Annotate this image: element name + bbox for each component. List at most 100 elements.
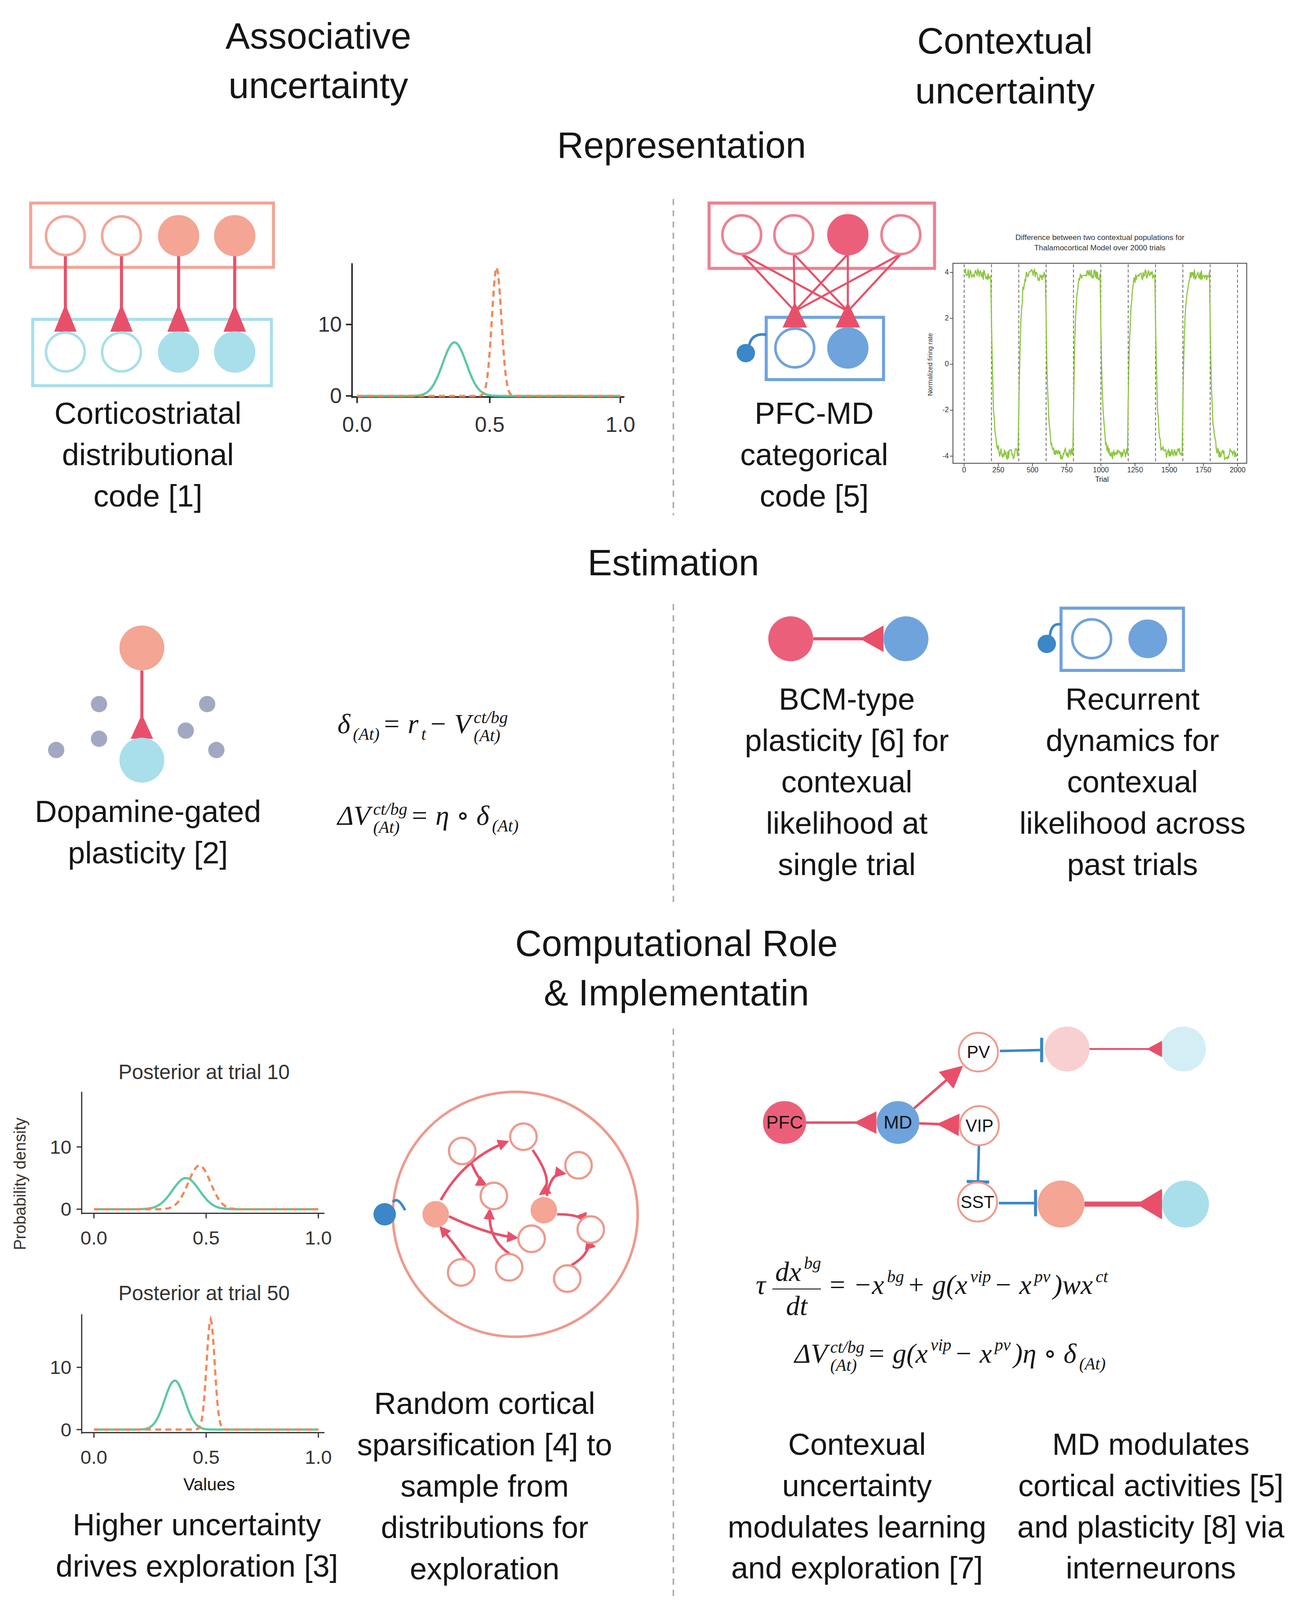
plot-title: Posterior at trial 50	[71, 1279, 337, 1307]
illustration-part	[1032, 463, 1034, 467]
caption-text: MD modulates cortical activities [5] and…	[1002, 1423, 1299, 1589]
illustration-part	[93, 267, 1238, 1430]
equation-term: dt	[785, 1290, 808, 1321]
illustration-part	[93, 1380, 319, 1430]
illustration-part	[883, 616, 929, 661]
illustration-part	[964, 268, 1238, 460]
illustration-part	[130, 713, 154, 739]
illustration-part	[1037, 634, 1056, 653]
plot-title: Posterior at trial 10	[71, 1058, 337, 1086]
illustration-part	[357, 342, 621, 396]
axis-tick: 1000	[1080, 465, 1122, 475]
equation-term: (At)	[830, 1356, 865, 1375]
synapse-head	[936, 1113, 960, 1136]
illustration-part	[794, 253, 848, 311]
equation-term: t	[421, 724, 426, 744]
equation-term: (At)	[492, 815, 519, 835]
illustration-part	[672, 199, 674, 516]
illustration-part	[223, 304, 246, 332]
fraction-top: dxbg	[772, 1252, 821, 1288]
illustration-part	[828, 328, 868, 368]
illustration-part	[392, 1199, 405, 1210]
illustration-part	[76, 1366, 82, 1368]
illustration-part	[119, 255, 124, 312]
illustration-part	[48, 695, 225, 758]
axis-tick: 1.0	[589, 410, 651, 439]
equation-term: τ	[755, 1268, 766, 1300]
connector	[806, 1111, 877, 1134]
illustration-part	[93, 1165, 319, 1209]
axis-tick: 0.0	[68, 1443, 120, 1470]
illustration-part	[488, 396, 491, 404]
illustration-part	[672, 1028, 674, 1600]
illustration-part	[709, 203, 935, 269]
fraction-bottom: dt	[772, 1288, 821, 1323]
illustration-part	[847, 253, 901, 311]
illustration-part	[1161, 1180, 1209, 1228]
illustration-part	[1040, 1037, 1044, 1062]
illustration-part	[1237, 463, 1238, 467]
illustration-part	[471, 1162, 486, 1185]
illustration-part	[101, 332, 141, 372]
axis-tick: 750	[1046, 465, 1088, 475]
interneuron-circle: SST	[957, 1181, 998, 1223]
equation-term: = r	[382, 708, 419, 739]
illustration-part	[90, 730, 107, 747]
illustration-part	[215, 216, 254, 255]
axis-tick: 0	[918, 359, 949, 369]
illustration-part	[177, 255, 181, 312]
illustration-part	[1202, 463, 1204, 467]
illustration-part	[80, 1091, 83, 1214]
axis-tick: 2	[918, 313, 949, 323]
illustration-part	[997, 463, 999, 467]
equation-term: pv	[1034, 1266, 1051, 1286]
illustration-part	[1237, 264, 1238, 462]
axis-tick: 0.5	[180, 1443, 232, 1470]
node-label: SST	[960, 1192, 995, 1212]
illustration-part	[76, 1208, 82, 1210]
illustration-part	[54, 304, 77, 332]
illustration-part	[345, 323, 353, 325]
illustration-part	[1100, 463, 1102, 467]
axis-tick: 0.0	[68, 1224, 120, 1251]
axis-tick: 10	[20, 1353, 72, 1380]
synapse-head	[938, 1065, 963, 1089]
equation-term: ct/bg	[830, 1338, 865, 1357]
illustration-part	[1134, 463, 1136, 467]
axis-tick: 0	[20, 1195, 72, 1222]
equation-term: (At)	[1079, 1353, 1106, 1373]
illustration-part	[1033, 1189, 1038, 1216]
illustration-part	[76, 1428, 82, 1430]
illustration-part	[345, 263, 625, 404]
axis-tick: 1.0	[292, 1443, 345, 1470]
illustration-part	[672, 603, 674, 903]
illustration-part	[119, 737, 165, 783]
equation-stack: ct/bg(At)	[830, 1338, 865, 1375]
illustration-part	[1044, 1026, 1090, 1072]
equation-term: pv	[994, 1334, 1011, 1354]
axis-tick: 4	[918, 267, 949, 277]
illustration-part	[999, 1049, 1042, 1051]
synapse-head	[854, 1111, 877, 1134]
equation-term: − x	[993, 1268, 1032, 1300]
illustration-part	[447, 1123, 604, 1292]
illustration-part	[949, 271, 954, 273]
illustration-part	[489, 1210, 511, 1255]
equation-term: (At)	[372, 818, 408, 837]
illustration-part	[571, 1239, 589, 1266]
equation-term: dx	[775, 1255, 802, 1287]
axis-tick: 0.0	[326, 410, 388, 439]
illustration-part	[963, 463, 965, 467]
axis-tick: 0	[20, 1416, 72, 1443]
illustration-part	[774, 215, 813, 254]
axis-tick: -2	[918, 404, 949, 415]
axis-label: Trial	[1071, 474, 1133, 484]
section-heading: Estimation	[520, 537, 827, 588]
axis-tick: 1250	[1114, 465, 1156, 475]
illustration-part	[1049, 624, 1061, 637]
illustration-part	[749, 334, 767, 347]
illustration-part	[373, 1202, 396, 1226]
illustration-part	[532, 1149, 547, 1194]
equation-term: − V	[428, 708, 471, 739]
